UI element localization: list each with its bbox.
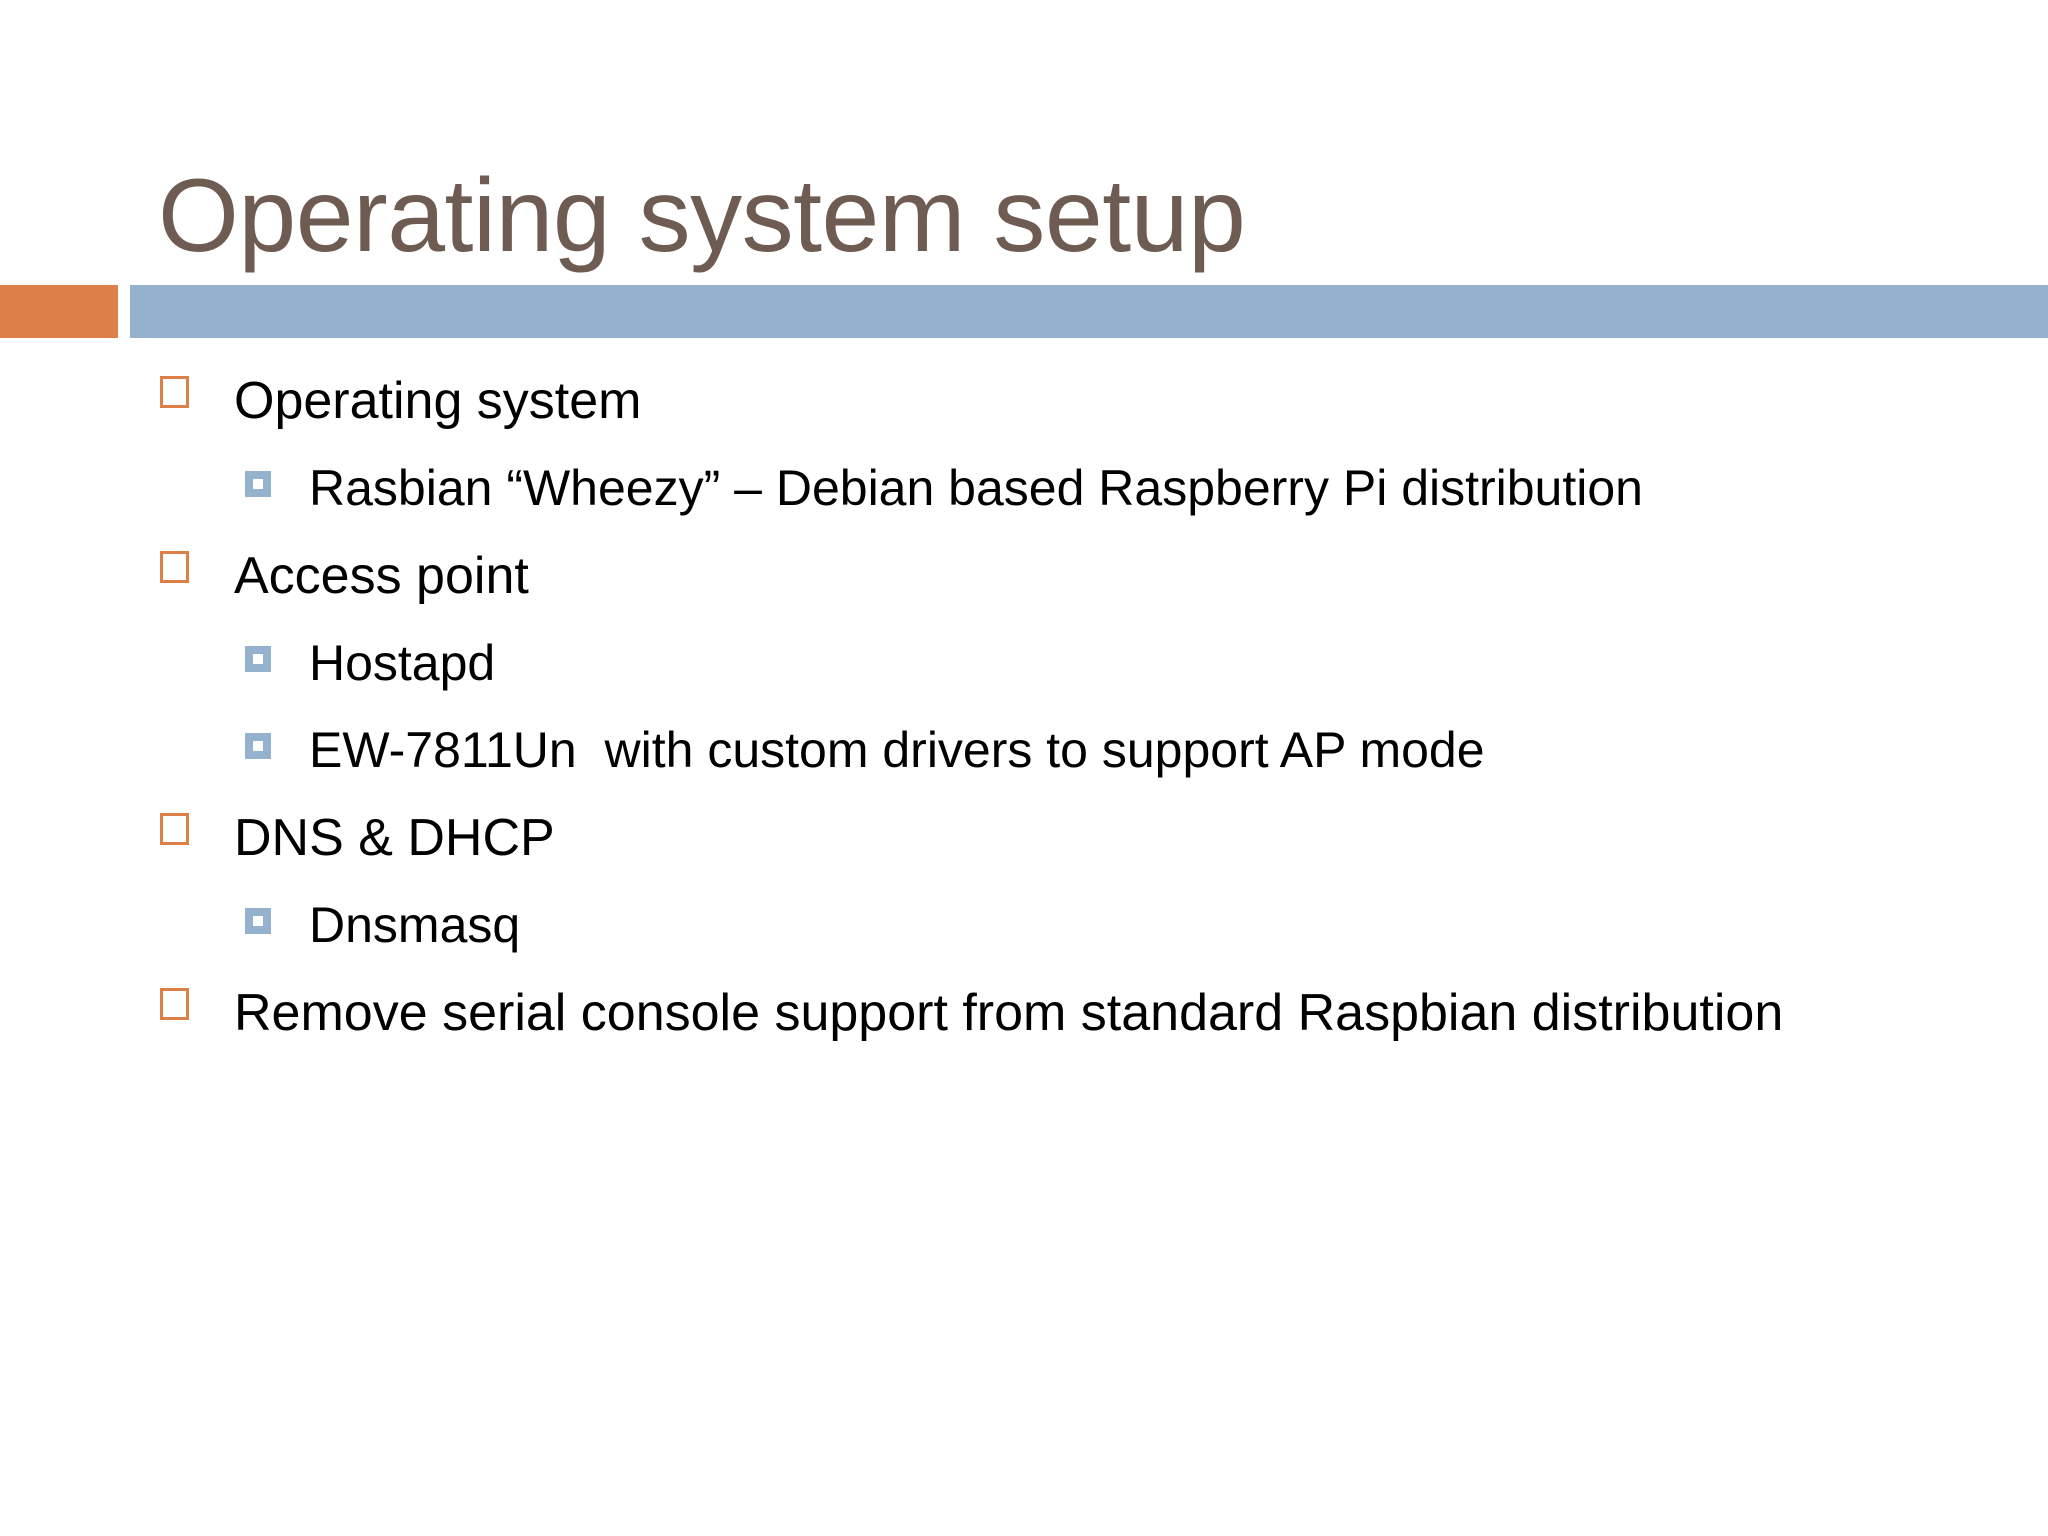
list-item: Hostapd — [0, 635, 2048, 722]
list-item-label: DNS & DHCP — [234, 809, 555, 867]
square-filled-icon — [245, 733, 271, 759]
list-item-label: EW-7811Un with custom drivers to support… — [309, 722, 1485, 778]
square-filled-icon — [245, 908, 271, 934]
list-item: DNS & DHCP — [0, 809, 2048, 897]
title-divider — [0, 285, 2048, 338]
divider-accent-block — [0, 285, 118, 338]
list-item-label: Remove serial console support from stand… — [234, 984, 1784, 1042]
list-item-label: Hostapd — [309, 635, 496, 691]
list-item: Remove serial console support from stand… — [0, 984, 2048, 1072]
list-item: Rasbian “Wheezy” – Debian based Raspberr… — [0, 460, 2048, 547]
list-item-label: Rasbian “Wheezy” – Debian based Raspberr… — [309, 460, 1643, 516]
list-item: Dnsmasq — [0, 897, 2048, 984]
list-item-label: Dnsmasq — [309, 897, 521, 953]
divider-bar — [130, 285, 2048, 338]
list-item: EW-7811Un with custom drivers to support… — [0, 722, 2048, 809]
page-title: Operating system setup — [158, 157, 1246, 274]
list-item-label: Access point — [234, 547, 529, 605]
slide-body-bullet-list: Operating system Rasbian “Wheezy” – Debi… — [0, 372, 2048, 1072]
square-outline-icon — [160, 376, 189, 408]
list-item: Access point — [0, 547, 2048, 635]
square-outline-icon — [160, 988, 189, 1020]
list-item: Operating system — [0, 372, 2048, 460]
square-filled-icon — [245, 646, 271, 672]
square-outline-icon — [160, 551, 189, 583]
square-filled-icon — [245, 471, 271, 497]
list-item-label: Operating system — [234, 372, 642, 430]
square-outline-icon — [160, 813, 189, 845]
